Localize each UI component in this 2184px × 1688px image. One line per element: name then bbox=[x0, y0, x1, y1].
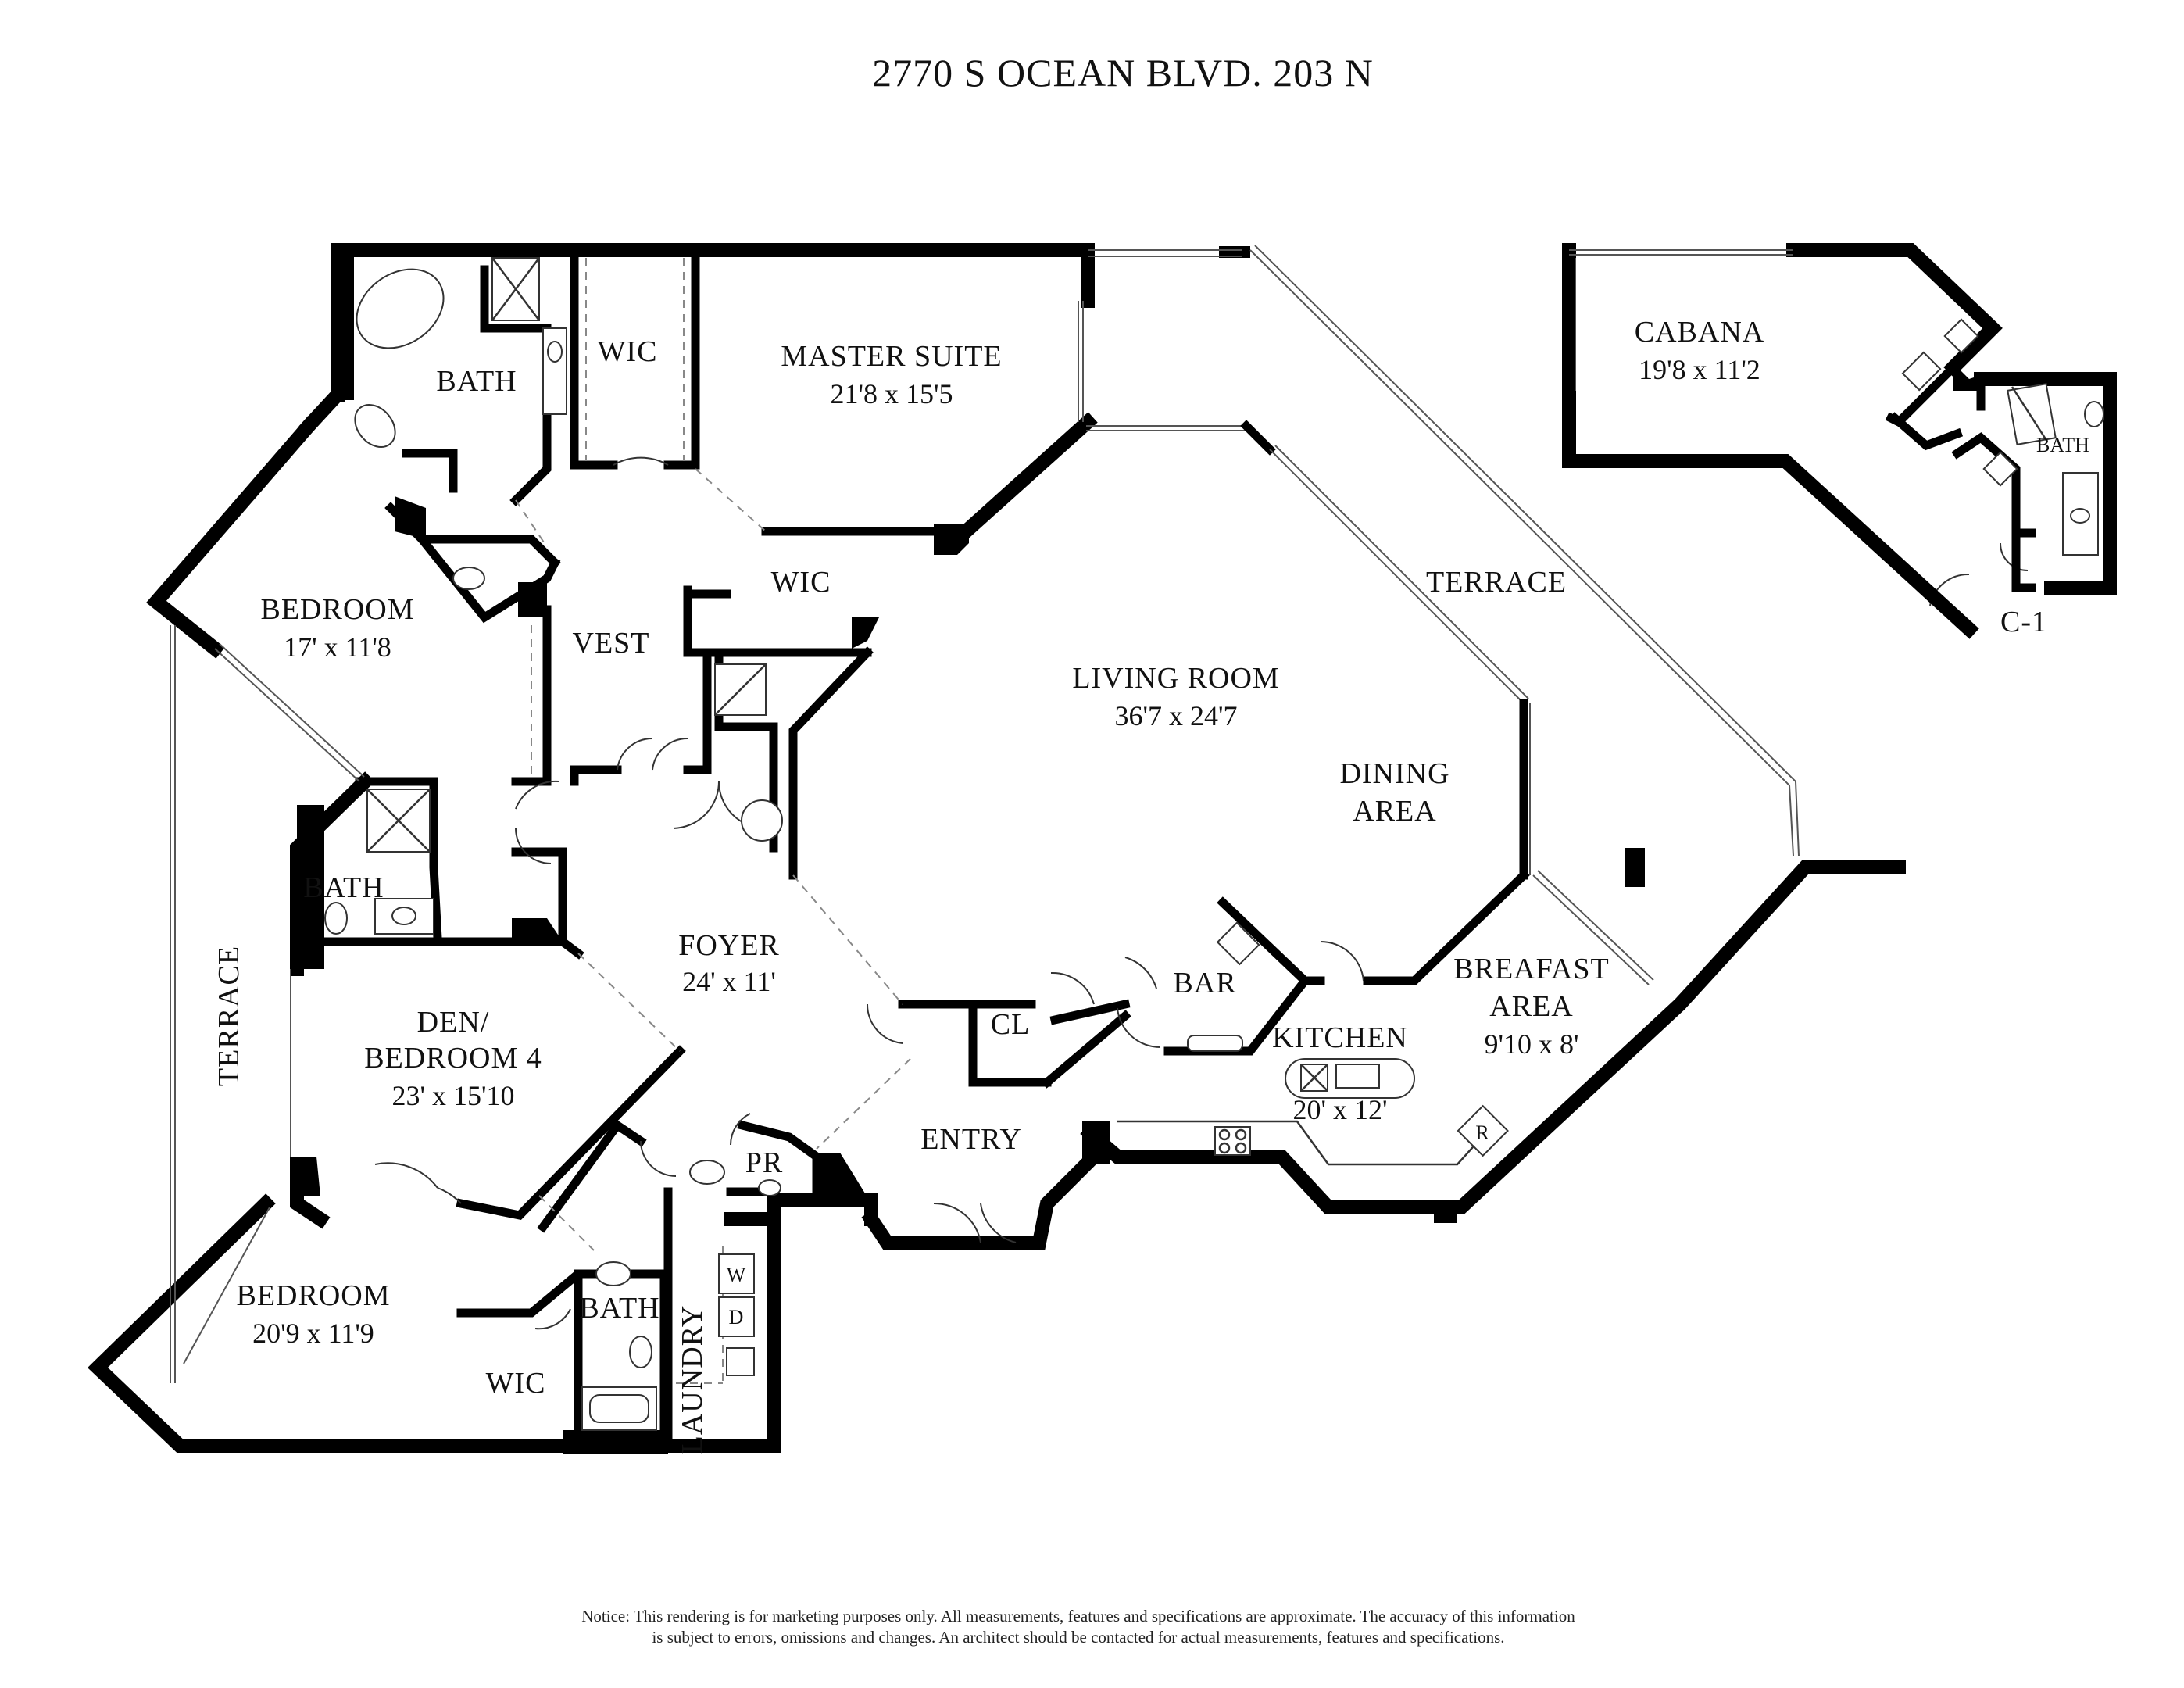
terrace-left-label: TERRACE bbox=[213, 946, 245, 1086]
wic3-label: WIC bbox=[486, 1367, 546, 1400]
bath2-label: BATH bbox=[303, 871, 384, 904]
foyer-dim: 24' x 11' bbox=[682, 966, 776, 997]
bedroom3-name: BEDROOM bbox=[236, 1279, 390, 1312]
notice-line2: is subject to errors, omissions and chan… bbox=[652, 1628, 1504, 1647]
kitchen-dim: 20' x 12' bbox=[1293, 1094, 1388, 1125]
master-bath-label: BATH bbox=[436, 365, 517, 398]
dining-area-line2: AREA bbox=[1353, 795, 1436, 828]
room-labels: MASTER SUITE 21'8 x 15'5 BATH WIC WIC VE… bbox=[213, 316, 2089, 1454]
door-swings bbox=[374, 456, 2029, 1330]
master-suite-name: MASTER SUITE bbox=[781, 340, 1002, 373]
bar-label: BAR bbox=[1173, 967, 1236, 1000]
windows-and-terrace-edges bbox=[170, 245, 1800, 1383]
master-wic-label: WIC bbox=[598, 335, 658, 368]
fixtures bbox=[324, 257, 1509, 1431]
cabana-unit-label: C-1 bbox=[2000, 606, 2047, 638]
den-line1: DEN/ bbox=[417, 1006, 490, 1039]
terrace-right-label: TERRACE bbox=[1426, 566, 1567, 599]
breakfast-line1: BREAFAST bbox=[1453, 953, 1609, 985]
breakfast-dim: 9'10 x 8' bbox=[1485, 1028, 1579, 1060]
cabana-bath-label: BATH bbox=[2036, 434, 2089, 456]
living-room-name: LIVING ROOM bbox=[1072, 662, 1279, 695]
dining-area-line1: DINING bbox=[1339, 757, 1449, 790]
den-dim: 23' x 15'10 bbox=[392, 1080, 515, 1111]
wic2-label: WIC bbox=[771, 566, 831, 599]
refrigerator-label: R bbox=[1475, 1121, 1489, 1144]
interior-walls bbox=[292, 249, 1530, 1443]
bedroom1-name: BEDROOM bbox=[260, 593, 414, 626]
closet-label: CL bbox=[991, 1008, 1031, 1041]
den-line2: BEDROOM 4 bbox=[364, 1042, 542, 1075]
cabana-dim: 19'8 x 11'2 bbox=[1639, 354, 1760, 385]
foyer-name: FOYER bbox=[678, 929, 780, 962]
kitchen-name: KITCHEN bbox=[1272, 1021, 1408, 1054]
washer-label: W bbox=[727, 1264, 746, 1286]
powder-room-label: PR bbox=[745, 1146, 783, 1179]
cabana-name: CABANA bbox=[1635, 316, 1764, 349]
vest-label: VEST bbox=[573, 627, 650, 660]
entry-label: ENTRY bbox=[920, 1123, 1022, 1156]
living-room-dim: 36'7 x 24'7 bbox=[1115, 700, 1238, 731]
cabana-walls bbox=[1562, 243, 2117, 639]
master-suite-dim: 21'8 x 15'5 bbox=[831, 378, 953, 409]
structural-columns bbox=[293, 244, 1645, 1454]
notice-line1: Notice: This rendering is for marketing … bbox=[581, 1607, 1575, 1625]
bedroom1-dim: 17' x 11'8 bbox=[284, 631, 391, 663]
bath3-label: BATH bbox=[579, 1292, 659, 1325]
plan-title: 2770 S OCEAN BLVD. 203 N bbox=[872, 51, 1374, 95]
bedroom3-dim: 20'9 x 11'9 bbox=[252, 1318, 374, 1349]
dryer-label: D bbox=[729, 1306, 744, 1329]
breakfast-line2: AREA bbox=[1489, 990, 1573, 1023]
dashed-openings bbox=[515, 258, 1297, 1384]
laundry-label: LAUNDRY bbox=[676, 1305, 709, 1454]
